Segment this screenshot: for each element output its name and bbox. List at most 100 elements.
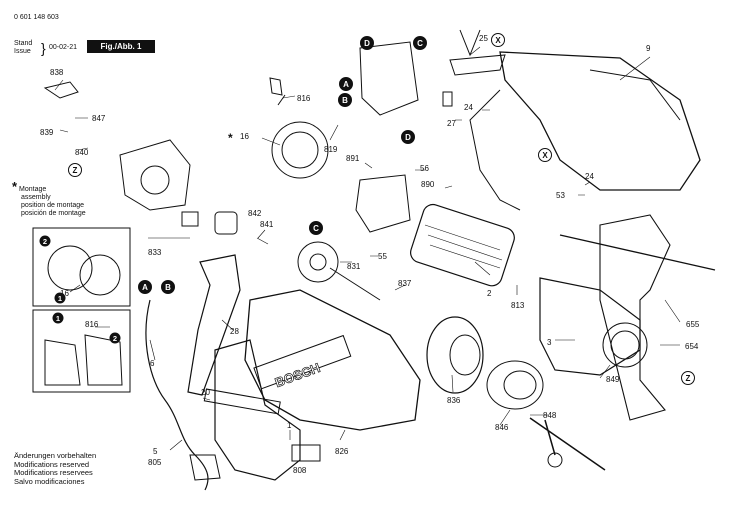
issue-date: 00-02-21	[49, 44, 78, 51]
callout-25: 25	[479, 34, 488, 43]
svg-text:D: D	[405, 133, 411, 142]
callout-891: 891	[346, 154, 360, 163]
callout-655: 655	[686, 320, 700, 329]
marker-b: B	[338, 93, 352, 107]
callout-27: 27	[447, 119, 456, 128]
issue-label: Issue	[14, 48, 31, 55]
spindle	[329, 267, 381, 301]
svg-text:2: 2	[43, 237, 47, 246]
aux-handle	[599, 214, 671, 421]
figure-label: Fig./Abb. 1	[87, 40, 155, 53]
callout-831: 831	[347, 262, 361, 271]
callout-813: 813	[511, 301, 525, 310]
svg-text:A: A	[343, 80, 349, 89]
brush-holder-ring	[271, 121, 329, 179]
legend-line: Montage	[19, 186, 47, 193]
callout-2: 2	[487, 289, 492, 298]
switch-block	[359, 41, 419, 116]
callout-839: 839	[40, 128, 54, 137]
callout-805: 805	[148, 458, 162, 467]
marker-a: A	[339, 77, 353, 91]
marker-z: Z	[68, 163, 82, 177]
svg-text:B: B	[342, 96, 348, 105]
housing-handle	[214, 339, 301, 481]
svg-text:Z: Z	[686, 374, 691, 383]
chuck-key	[529, 417, 606, 471]
callout-838: 838	[50, 68, 64, 77]
inset-step-2: 2	[109, 332, 121, 344]
callout-841: 841	[260, 220, 274, 229]
svg-text:C: C	[417, 39, 423, 48]
assembly-legend: * Montage assembly position de montage p…	[12, 180, 86, 218]
inset-step-1: 1	[54, 292, 66, 304]
footer-notes: Änderungen vorbehalten Modifications res…	[14, 451, 97, 486]
bearing-plate	[119, 139, 191, 211]
housing-shell	[499, 51, 701, 191]
callout-24: 24	[585, 172, 594, 181]
marker-d: D	[401, 130, 415, 144]
marker-d: D	[360, 36, 374, 50]
leader-lines	[54, 46, 681, 451]
callout-24: 24	[464, 103, 473, 112]
callout-16: 16	[240, 132, 249, 141]
brace: }	[41, 40, 46, 56]
chuck	[486, 360, 544, 410]
callout-847: 847	[92, 114, 106, 123]
callout-labels: 838 847 839 840 816 819 891 56 890 25 24 27 9 5 3 24 16 8…	[40, 34, 700, 475]
callout-836: 836	[447, 396, 461, 405]
brush-plate	[355, 174, 411, 233]
part-drawings: BOSCH	[32, 29, 716, 491]
callout-826: 826	[335, 447, 349, 456]
label-plate	[203, 388, 281, 415]
callout-816: 816	[85, 320, 99, 329]
legend-line: posición de montage	[21, 210, 86, 217]
armature-fan	[602, 322, 648, 368]
footer-line: Änderungen vorbehalten	[14, 451, 97, 460]
footer-line: Modifications reservees	[14, 468, 93, 478]
field-coil	[410, 203, 515, 287]
marker-x: X	[538, 148, 552, 162]
callout-848: 848	[543, 411, 557, 420]
svg-text:A: A	[142, 283, 148, 292]
callout-1: 1	[287, 421, 292, 430]
plug	[189, 454, 221, 481]
svg-text:C: C	[313, 224, 319, 233]
marker-c: C	[309, 221, 323, 235]
svg-text:X: X	[542, 151, 548, 160]
part-27	[442, 91, 453, 107]
legend-asterisk: *	[12, 179, 18, 194]
gear-housing	[426, 316, 484, 394]
callout-840: 840	[75, 148, 89, 157]
callout-9: 9	[646, 44, 651, 53]
marker-a: A	[138, 280, 152, 294]
gear	[297, 241, 339, 283]
marker-b: B	[161, 280, 175, 294]
svg-text:X: X	[495, 36, 501, 45]
callout-846: 846	[495, 423, 509, 432]
svg-text:2: 2	[113, 334, 117, 343]
svg-text:1: 1	[58, 294, 62, 303]
callout-3: 3	[547, 338, 552, 347]
callout-16: 16	[60, 289, 69, 298]
callout-56: 56	[420, 164, 429, 173]
callout-833: 833	[148, 248, 162, 257]
callout-5: 5	[153, 447, 158, 456]
callout-890: 890	[421, 180, 435, 189]
brush-spring	[269, 77, 286, 106]
inset-step-2: 2	[39, 235, 51, 247]
callout-819: 819	[324, 145, 338, 154]
callout-808: 808	[293, 466, 307, 475]
callout-816: 816	[297, 94, 311, 103]
svg-text:Z: Z	[73, 166, 78, 175]
callout-849: 849	[606, 375, 620, 384]
inset-frame-1	[32, 227, 131, 307]
part-number: 0 601 148 603	[14, 14, 59, 21]
callout-20: 20	[201, 388, 210, 397]
svg-text:1: 1	[56, 314, 60, 323]
depth-rod	[559, 234, 716, 271]
stand-label: Stand	[14, 40, 33, 47]
svg-text:B: B	[165, 283, 171, 292]
inset-markers: 2 1 2 1	[39, 235, 121, 344]
